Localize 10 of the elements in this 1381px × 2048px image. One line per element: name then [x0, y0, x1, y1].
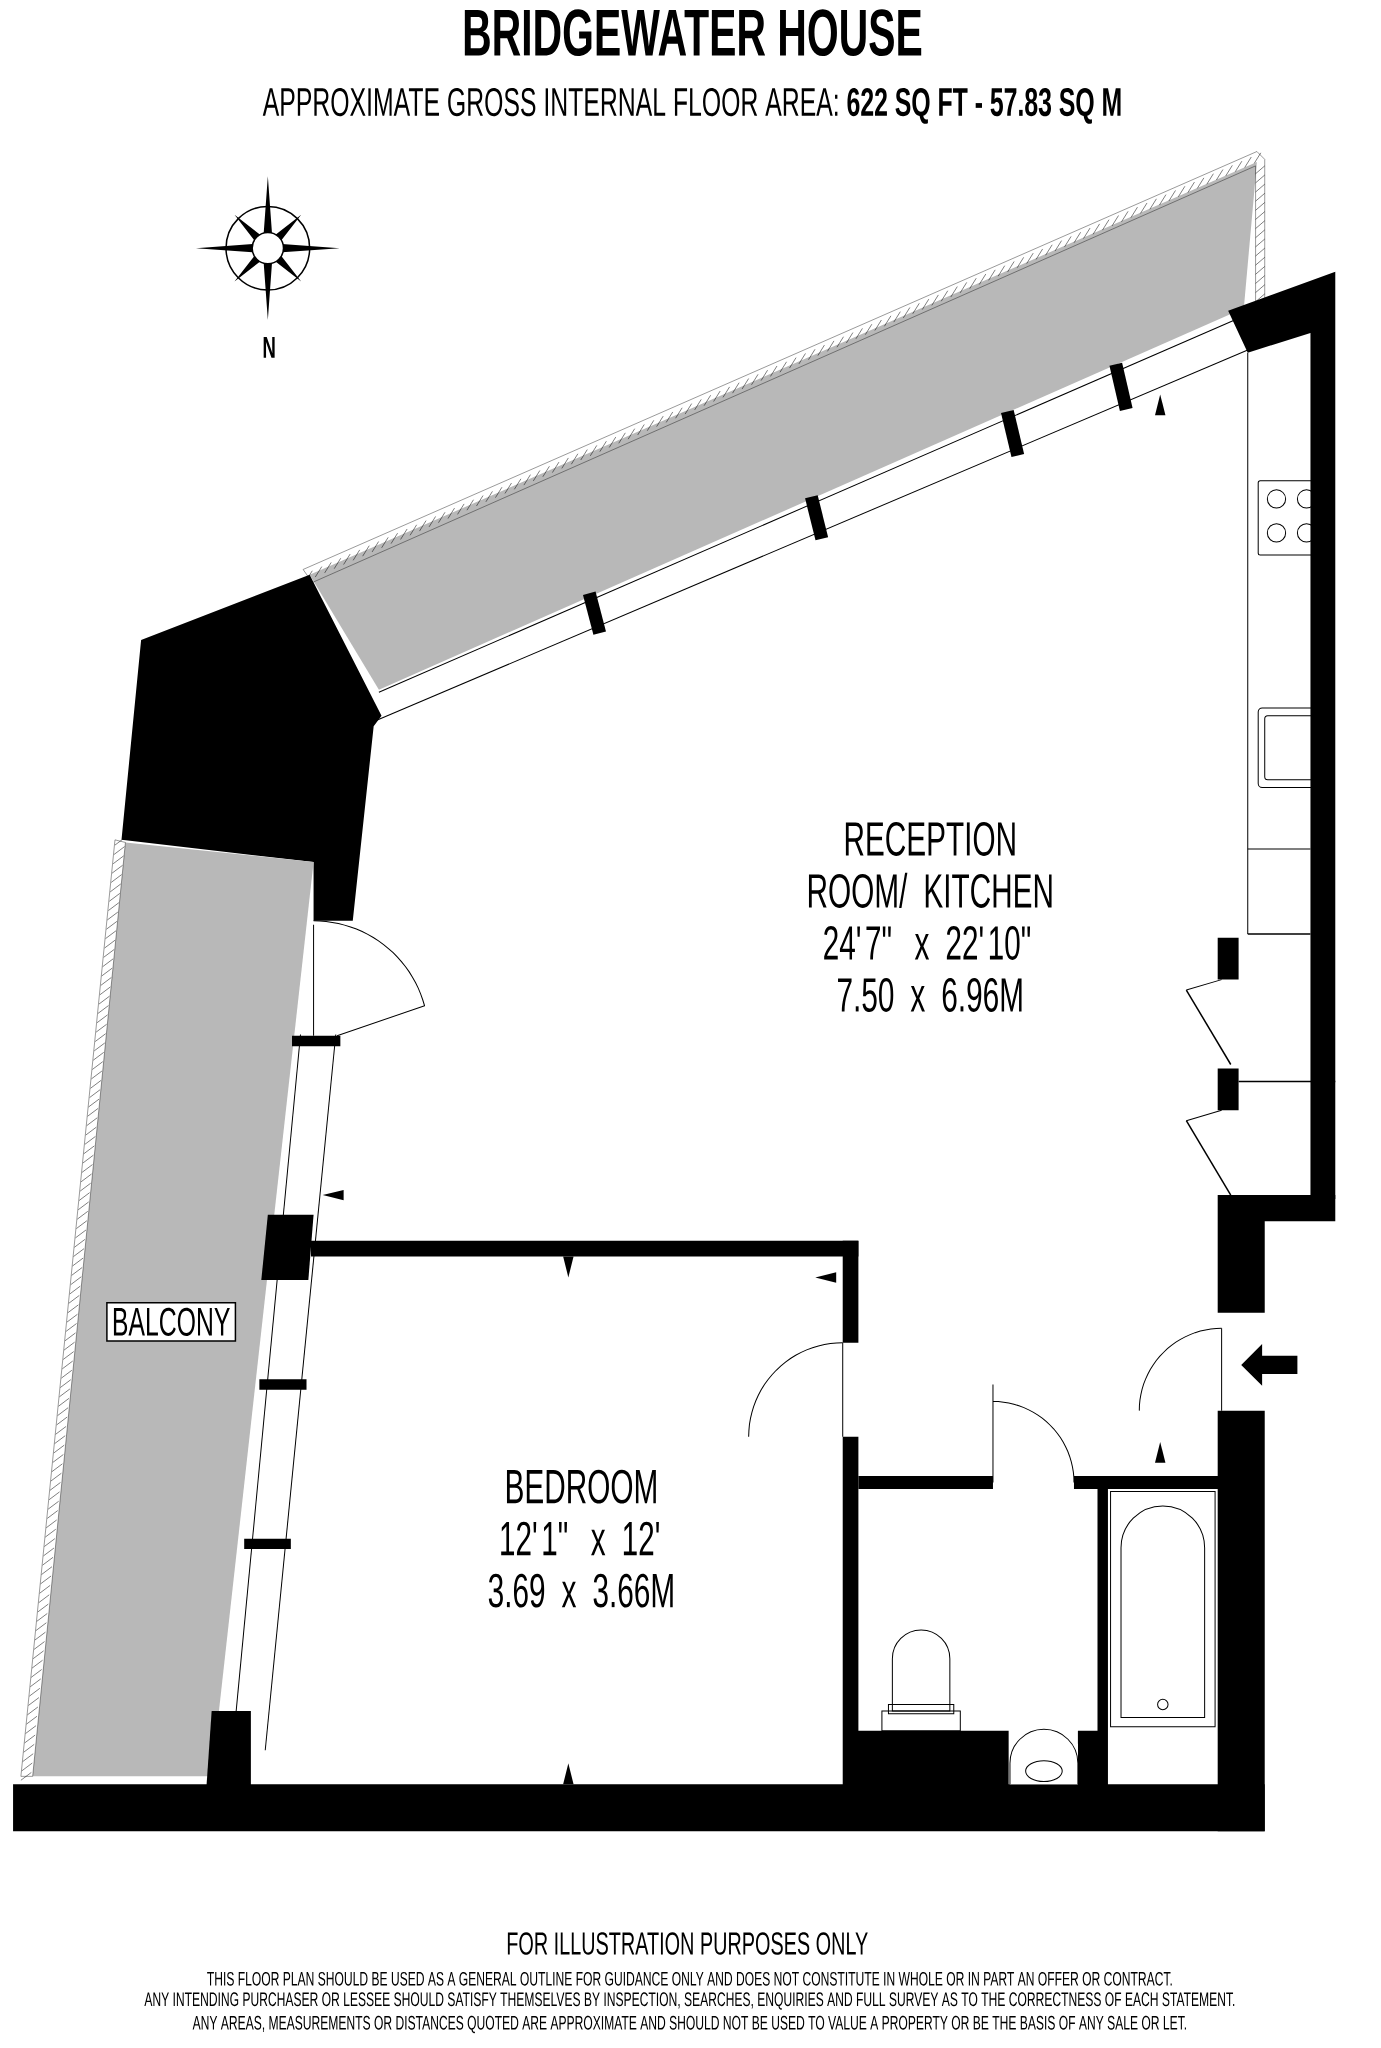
disclaimer-text: THIS FLOOR PLAN SHOULD BE USED AS A GENERAL OUTLINE FOR GUIDANCE ONLY AND DOES NOT CONSTITUTE IN WHOLE OR IN PART AN OFFER OR CONTRACT.: [207, 1971, 1172, 1986]
title: BRIDGEWATER HOUSE: [464, 9, 922, 56]
balcony-label-box: BALCONY: [106, 1301, 237, 1342]
disclaimer-heading: FOR ILLUSTRATION PURPOSES ONLY: [507, 1932, 868, 1955]
north-label: N: [263, 337, 275, 358]
room-label: BEDROOM 12'1" x 12' 3.69 x 3.66M: [488, 1469, 673, 1608]
disclaimer-text: ANY INTENDING PURCHASER OR LESSEE SHOULD SATISFY THEMSELVES BY INSPECTION, SEARCHES, ENQUIRIES AND FULL SURVEY AS TO THE CORRECTNESS OF EACH STATEMENT.: [144, 1992, 1235, 2010]
disclaimer-text: ANY AREAS, MEASUREMENTS OR DISTANCES QUOTED ARE APPROXIMATE AND SHOULD NOT BE USED TO VALUE A PROPERTY OR BE THE BASIS OF ANY SALE OR LET.: [192, 2015, 1186, 2034]
room-label: RECEPTION ROOM/ KITCHEN 24'7" x 22'10" 7.50 x 6.96M: [808, 821, 1052, 1012]
floor-area-text: APPROXIMATE GROSS INTERNAL FLOOR AREA: 622 SQ FT - 57.83 SQ M: [262, 87, 1121, 124]
